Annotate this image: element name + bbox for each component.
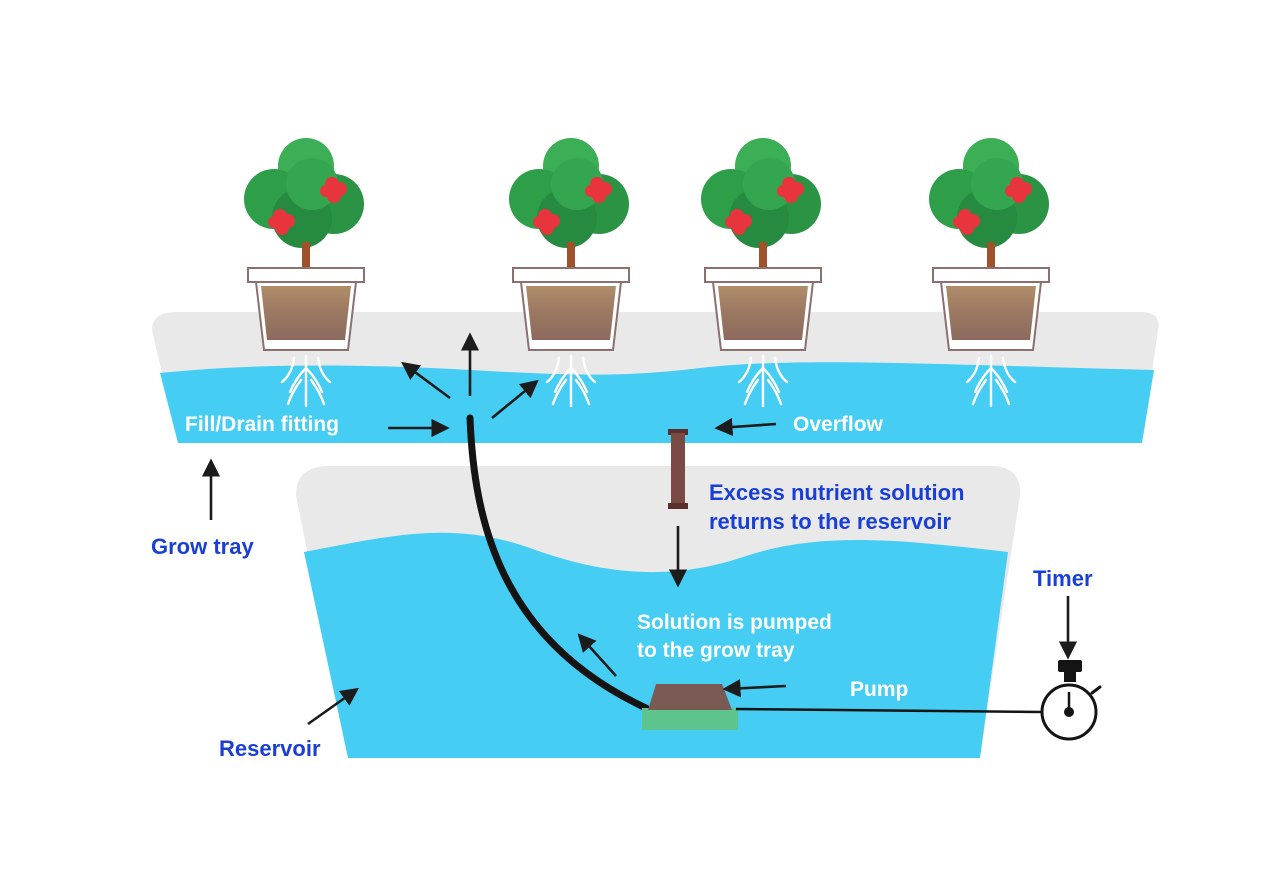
pumped-label-line2: to the grow tray bbox=[637, 639, 795, 662]
reservoir-label: Reservoir bbox=[219, 736, 321, 761]
pumped-label-line1: Solution is pumped bbox=[637, 611, 832, 634]
arrow-overflow bbox=[714, 417, 777, 437]
arrow-spray-right bbox=[491, 379, 539, 420]
fill-drain-label: Fill/Drain fitting bbox=[185, 413, 339, 436]
overflow-label: Overflow bbox=[793, 413, 884, 436]
timer-cable bbox=[735, 707, 1043, 714]
pump bbox=[642, 684, 738, 730]
grow-tray-label: Grow tray bbox=[151, 534, 254, 559]
arrow-pump bbox=[722, 679, 787, 698]
grow-tray bbox=[152, 312, 1159, 443]
supply-tube bbox=[466, 414, 650, 712]
arrow-pumped bbox=[577, 633, 617, 677]
arrow-spray-left bbox=[401, 361, 451, 400]
pump-label: Pump bbox=[850, 678, 908, 701]
overflow-pipe bbox=[668, 429, 688, 509]
timer-icon bbox=[1040, 660, 1102, 741]
excess-label-line2: returns to the reservoir bbox=[709, 509, 952, 534]
reservoir-tank bbox=[296, 466, 1021, 758]
excess-label-line1: Excess nutrient solution bbox=[709, 480, 965, 505]
flow-arrows bbox=[201, 332, 1078, 726]
timer-label: Timer bbox=[1033, 566, 1093, 591]
arrow-reservoir bbox=[307, 687, 359, 726]
